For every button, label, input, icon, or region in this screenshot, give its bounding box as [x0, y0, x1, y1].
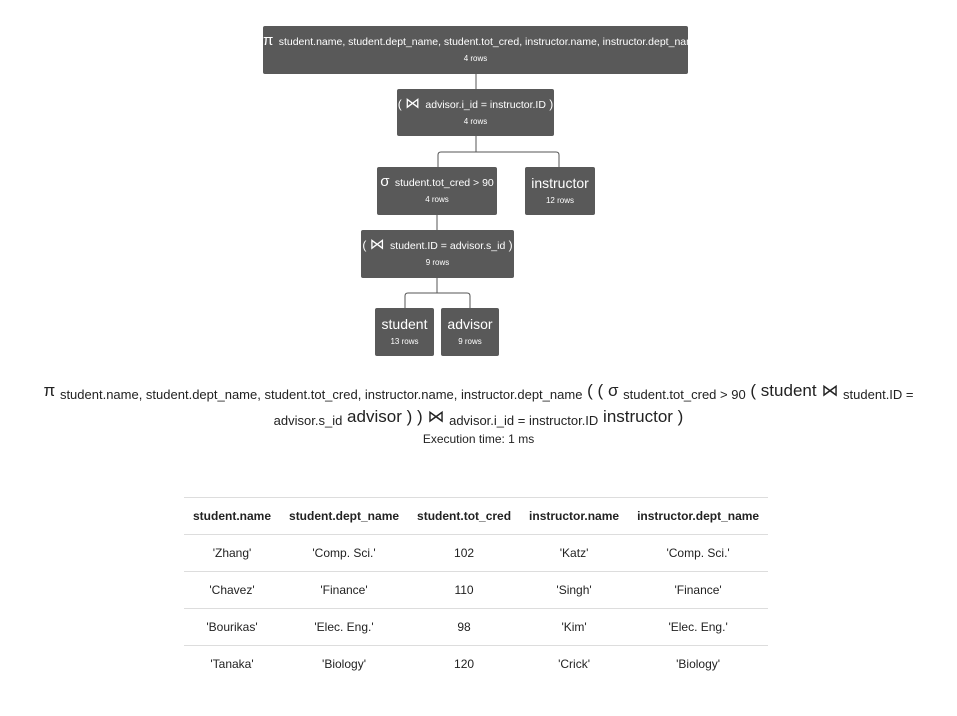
column-header: student.tot_cred	[408, 497, 521, 535]
table-cell: 'Singh'	[520, 571, 629, 609]
table-cell: 102	[408, 534, 521, 572]
selection-condition: student.tot_cred > 90	[394, 177, 494, 189]
sigma-symbol: σ	[380, 173, 390, 190]
open-paren: (	[362, 238, 367, 252]
table-cell: 'Finance'	[280, 571, 409, 609]
table-cell: 98	[408, 608, 521, 646]
table-cell: 120	[408, 645, 521, 682]
table-cell: 'Zhang'	[184, 534, 281, 572]
projection-attrs: student.name, student.dept_name, student…	[59, 387, 583, 402]
join-condition: student.ID = advisor.s_id	[273, 387, 914, 428]
row-count: 4 rows	[463, 54, 488, 63]
column-header: instructor.name	[520, 497, 629, 535]
join-advisor-instructor-node[interactable]: ( ⋈ advisor.i_id = instructor.ID ) 4 row…	[397, 89, 554, 136]
row-count: 13 rows	[390, 337, 419, 346]
column-header: student.name	[184, 497, 281, 535]
table-cell: 'Tanaka'	[184, 645, 281, 682]
edge-join2-children	[437, 136, 560, 167]
table-cell: 'Bourikas'	[184, 608, 281, 646]
table-cell: 'Kim'	[520, 608, 629, 646]
table-row: 'Chavez' 'Finance' 110 'Singh' 'Finance'	[184, 571, 769, 609]
execution-time: Execution time: 1 ms	[422, 432, 535, 446]
result-table: student.name student.dept_name student.t…	[184, 497, 769, 682]
table-cell: 'Katz'	[520, 534, 629, 572]
table-row: 'Zhang' 'Comp. Sci.' 102 'Katz' 'Comp. S…	[184, 534, 769, 572]
close-paren: )	[508, 238, 513, 252]
pi-symbol: π	[43, 381, 56, 400]
selection-condition: student.tot_cred > 90	[623, 387, 746, 402]
row-count: 9 rows	[458, 337, 482, 346]
relational-algebra-expression: π student.name, student.dept_name, stude…	[20, 380, 937, 432]
instructor-relation: instructor )	[603, 407, 684, 426]
column-header: student.dept_name	[280, 497, 409, 535]
table-cell: 110	[408, 571, 521, 609]
relation-advisor-node[interactable]: advisor 9 rows	[441, 308, 499, 356]
join-symbol: ⋈	[405, 95, 421, 112]
row-count: 4 rows	[463, 117, 488, 126]
relation-instructor-node[interactable]: instructor 12 rows	[525, 167, 595, 215]
table-row: 'Tanaka' 'Biology' 120 'Crick' 'Biology'	[184, 645, 769, 682]
student-relation: ( student	[750, 381, 817, 400]
table-cell: 'Crick'	[520, 645, 629, 682]
join-symbol: ⋈	[369, 236, 385, 253]
table-cell: 'Chavez'	[184, 571, 281, 609]
relation-name: advisor	[447, 316, 493, 332]
row-count: 4 rows	[425, 195, 449, 204]
projection-node[interactable]: π student.name, student.dept_name, stude…	[263, 26, 701, 74]
join-condition: advisor.i_id = instructor.ID	[425, 99, 546, 111]
selection-node[interactable]: σ student.tot_cred > 90 4 rows	[377, 167, 497, 215]
tree-connectors	[404, 74, 560, 308]
row-count: 12 rows	[545, 196, 574, 205]
table-cell: 'Comp. Sci.'	[628, 534, 769, 572]
pi-symbol: π	[263, 32, 274, 49]
edge-join1-children	[404, 278, 471, 308]
table-cell: 'Elec. Eng.'	[280, 608, 409, 646]
open-paren: (	[397, 97, 402, 111]
table-cell: 'Comp. Sci.'	[280, 534, 409, 572]
join-condition: advisor.i_id = instructor.ID	[449, 413, 599, 428]
row-count: 9 rows	[425, 258, 450, 267]
column-header: instructor.dept_name	[628, 497, 769, 535]
table-cell: 'Finance'	[628, 571, 769, 609]
sigma-symbol: σ	[607, 381, 619, 400]
table-cell: 'Biology'	[280, 645, 409, 682]
relation-name: student	[381, 316, 428, 332]
relation-student-node[interactable]: student 13 rows	[375, 308, 434, 356]
table-cell: 'Elec. Eng.'	[628, 608, 769, 646]
relation-name: instructor	[531, 175, 589, 191]
advisor-relation: advisor ) )	[347, 407, 423, 426]
join-student-advisor-node[interactable]: ( ⋈ student.ID = advisor.s_id ) 9 rows	[361, 230, 514, 278]
join-symbol: ⋈	[427, 407, 445, 426]
join-symbol: ⋈	[821, 381, 839, 400]
close-paren: )	[549, 97, 554, 111]
join-condition: student.ID = advisor.s_id	[390, 240, 506, 252]
table-header-row: student.name student.dept_name student.t…	[184, 497, 769, 535]
projection-attrs: student.name, student.dept_name, student…	[278, 36, 701, 48]
table-row: 'Bourikas' 'Elec. Eng.' 98 'Kim' 'Elec. …	[184, 608, 769, 646]
open-parens: ( (	[587, 381, 604, 400]
table-cell: 'Biology'	[628, 645, 769, 682]
